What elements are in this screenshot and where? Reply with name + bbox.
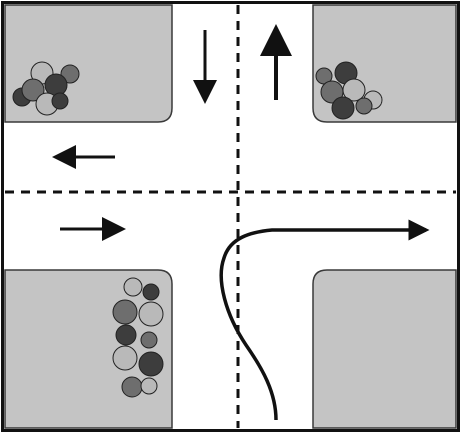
tree-shape (52, 93, 68, 109)
tree-shape (113, 346, 137, 370)
tree-shape (139, 352, 163, 376)
tree-shape (141, 332, 157, 348)
tree-shape (122, 377, 142, 397)
tree-shape (332, 97, 354, 119)
tree-shape (139, 302, 163, 326)
tree-shape (124, 278, 142, 296)
tree-shape (141, 378, 157, 394)
tree-shape (143, 284, 159, 300)
tree-shape (356, 98, 372, 114)
tree-shape (113, 300, 137, 324)
block-top-left (5, 5, 172, 122)
block-bottom-right (313, 270, 456, 428)
tree-shape (116, 325, 136, 345)
